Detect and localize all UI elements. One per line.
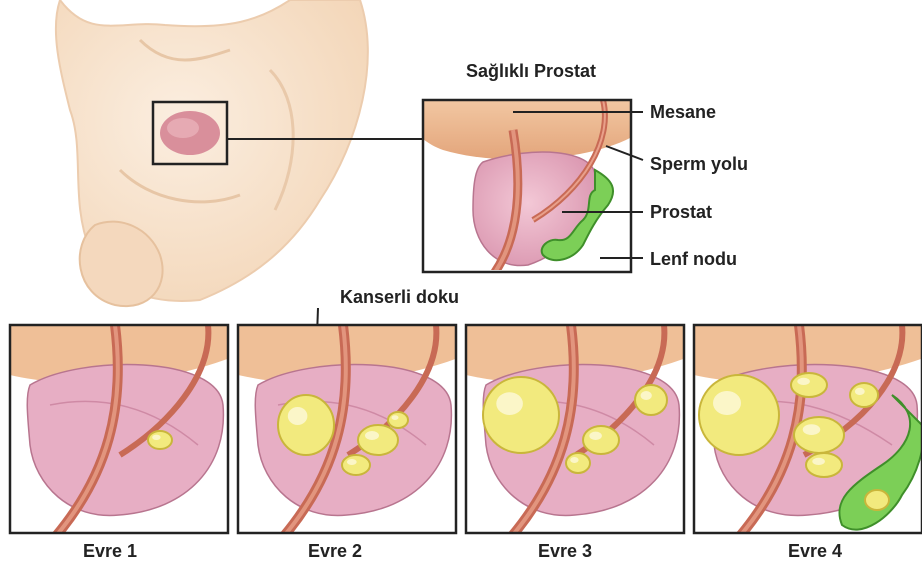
tumor-shape [806,453,842,477]
label-cancer-tissue: Kanserli doku [340,287,459,307]
stage-4-label: Evre 4 [788,541,842,561]
tumor-shape [583,426,619,454]
tumor-shape [358,425,398,455]
tumor-shape [342,455,370,475]
tumor-shape [566,453,590,473]
diagram-title: Sağlıklı Prostat [466,61,596,81]
stage-2-label: Evre 2 [308,541,362,561]
tumor-shape [388,412,408,428]
label-sperm-duct: Sperm yolu [650,154,748,174]
tumor-shape [483,377,559,453]
tumor-shape [850,383,878,407]
stage-1-panel [0,325,238,543]
label-lymph-node: Lenf nodu [650,249,737,269]
stage-3-label: Evre 3 [538,541,592,561]
stage-3-panel [456,325,694,543]
tumor-shape [148,431,172,449]
tumor-shape [794,417,844,453]
body-silhouette [56,0,368,306]
label-bladder: Mesane [650,102,716,122]
stage-4-panel [684,325,922,543]
tumor-shape [791,373,827,397]
label-prostate: Prostat [650,202,712,222]
tumor-shape [699,375,779,455]
tumor-shape [635,385,667,415]
tumor-shape [278,395,334,455]
stage-1-label: Evre 1 [83,541,137,561]
stage-2-panel [228,325,466,543]
healthy-prostate-panel [413,100,643,275]
tumor-shape [865,490,889,510]
